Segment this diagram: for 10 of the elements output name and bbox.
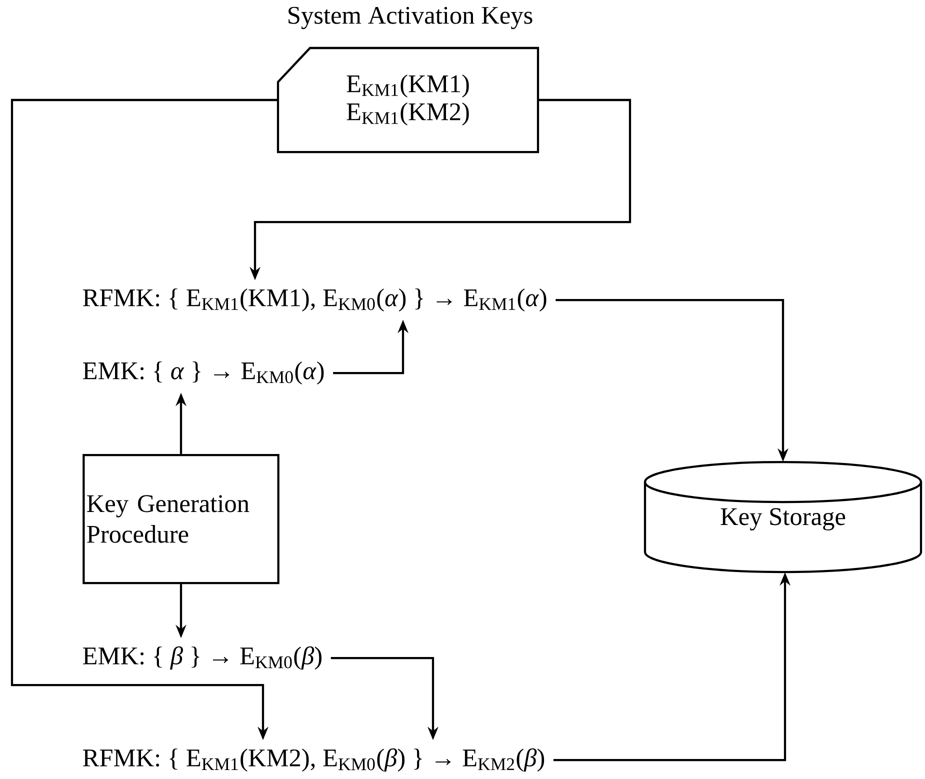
formula-text: EMK: { β } → E$_{KM0}$(β) — [83, 646, 322, 670]
process-box: Key Generation Procedure — [82, 454, 280, 584]
formula-text: RFMK: { E$_{KM1}$(KM2), E$_{KM0}$(β) } → E$_{KM2}$(β) — [83, 748, 544, 772]
heading: System Activation Keys — [288, 6, 532, 30]
formula-text: RFMK: { E$_{KM1}$(KM1), E$_{KM0}$(α) } → E$_{KM1}$(α) — [83, 288, 546, 312]
card-text: E$_{KM1}$(KM2) — [346, 102, 469, 126]
node-label: Key Storage — [720, 508, 846, 530]
card-text: E$_{KM1}$(KM1) — [346, 74, 469, 98]
storage-cylinder: Key Storage — [644, 460, 922, 574]
formula-text: EMK: { α } → E$_{KM0}$(α) — [83, 362, 324, 384]
